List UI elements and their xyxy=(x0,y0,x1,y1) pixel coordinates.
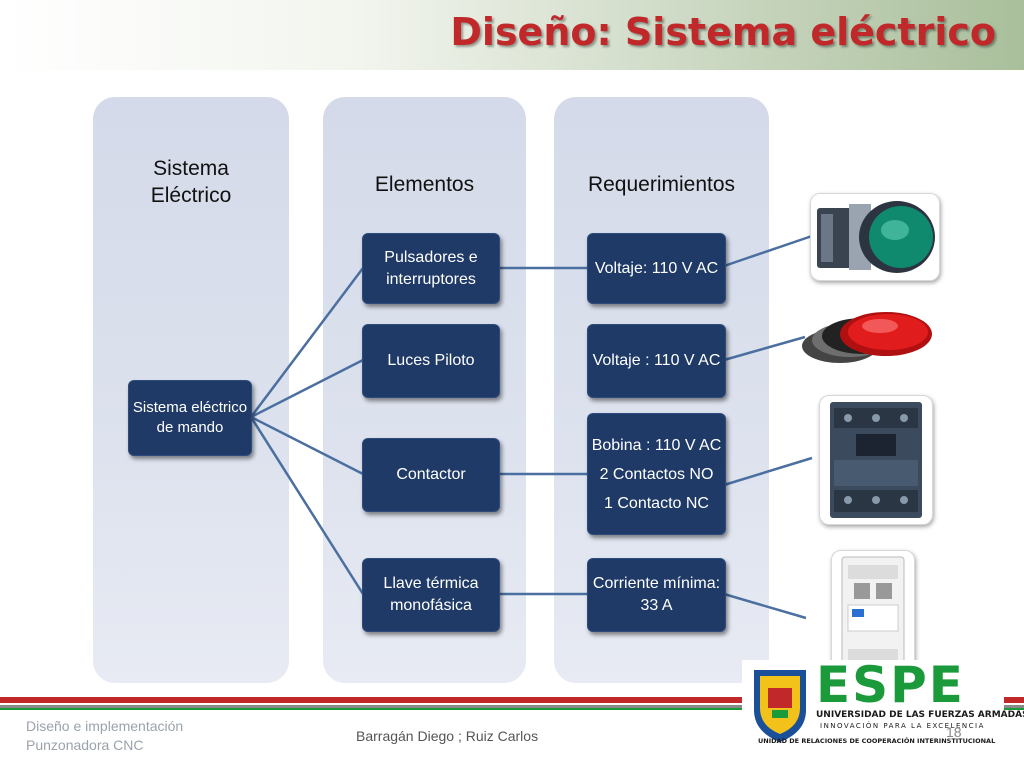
photo-pilot-lights xyxy=(800,306,936,368)
requirement-line: Voltaje: 110 V AC xyxy=(594,259,719,277)
column-heading-sistema-electrico: Sistema Eléctrico xyxy=(150,157,232,207)
requirement-line: Bobina : 110 V AC xyxy=(591,436,722,454)
page-number: 18 xyxy=(946,724,962,740)
requirement-box-1: Voltaje: 110 V AC xyxy=(587,233,726,304)
footer-project-line1: Diseño e implementación xyxy=(26,718,184,734)
link-root-luces xyxy=(250,358,364,419)
footer-stripe-green xyxy=(0,708,1024,710)
requirement-box-4: Corriente mínima: 33 A xyxy=(587,558,726,632)
espe-logo: ESPE UNIVERSIDAD DE LAS FUERZAS ARMADAS … xyxy=(742,656,1024,748)
link-req3-photo xyxy=(723,456,813,487)
logo-line3: UNIDAD DE RELACIONES DE COOPERACIÓN INTE… xyxy=(758,737,996,745)
link-req2-photo xyxy=(723,335,806,362)
photo-contactor xyxy=(819,395,933,525)
root-box: Sistema eléctrico de mando xyxy=(128,380,252,456)
link-req4-photo xyxy=(723,592,807,620)
breaker-image xyxy=(841,556,905,676)
footer-project: Diseño e implementación Punzonadora CNC xyxy=(26,717,183,755)
element-label: Pulsadores e interruptores xyxy=(384,248,478,288)
slide-title: Diseño: Sistema eléctrico xyxy=(450,10,996,54)
requirement-line: Corriente mínima: 33 A xyxy=(592,575,721,614)
contactor-image xyxy=(830,402,922,518)
requirement-line: 2 Contactos NO xyxy=(599,465,714,483)
link-root-llave xyxy=(249,416,365,595)
root-label: Sistema eléctrico de mando xyxy=(132,399,248,436)
link-root-contactor xyxy=(250,415,364,476)
logo-line2: INNOVACIÓN PARA LA EXCELENCIA xyxy=(820,722,985,730)
logo-line1: UNIVERSIDAD DE LAS FUERZAS ARMADAS xyxy=(816,710,1024,720)
footer-project-line2: Punzonadora CNC xyxy=(26,737,144,753)
espe-wordmark: ESPE xyxy=(816,656,965,714)
requirement-box-2: Voltaje : 110 V AC xyxy=(587,324,726,398)
element-box-pulsadores: Pulsadores e interruptores xyxy=(362,233,500,304)
footer-stripe-gray xyxy=(0,705,1024,708)
footer-stripe-red xyxy=(0,697,1024,703)
element-box-luces-piloto: Luces Piloto xyxy=(362,324,500,398)
requirement-line: Voltaje : 110 V AC xyxy=(592,352,721,369)
footer-authors: Barragán Diego ; Ruiz Carlos xyxy=(356,728,539,744)
requirement-box-3: Bobina : 110 V AC 2 Contactos NO 1 Conta… xyxy=(587,413,726,535)
link-root-pulsadores xyxy=(250,267,364,418)
link-req1-photo xyxy=(723,234,813,268)
title-bar xyxy=(0,0,1024,70)
element-box-contactor: Contactor xyxy=(362,438,500,512)
photo-push-button xyxy=(810,193,940,281)
element-label: Contactor xyxy=(396,466,466,483)
espe-emblem-icon xyxy=(754,670,806,742)
push-button-image xyxy=(817,201,935,273)
element-label: Llave térmica monofásica xyxy=(383,575,479,614)
column-heading-requerimientos: Requerimientos xyxy=(587,173,736,196)
column-sistema-electrico: Sistema Eléctrico xyxy=(93,97,289,683)
pilot-lights-image xyxy=(802,312,932,363)
element-box-llave-termica: Llave térmica monofásica xyxy=(362,558,500,632)
column-heading-elementos: Elementos xyxy=(374,173,475,196)
requirement-line: 1 Contacto NC xyxy=(604,494,709,512)
element-label: Luces Piloto xyxy=(387,352,475,369)
